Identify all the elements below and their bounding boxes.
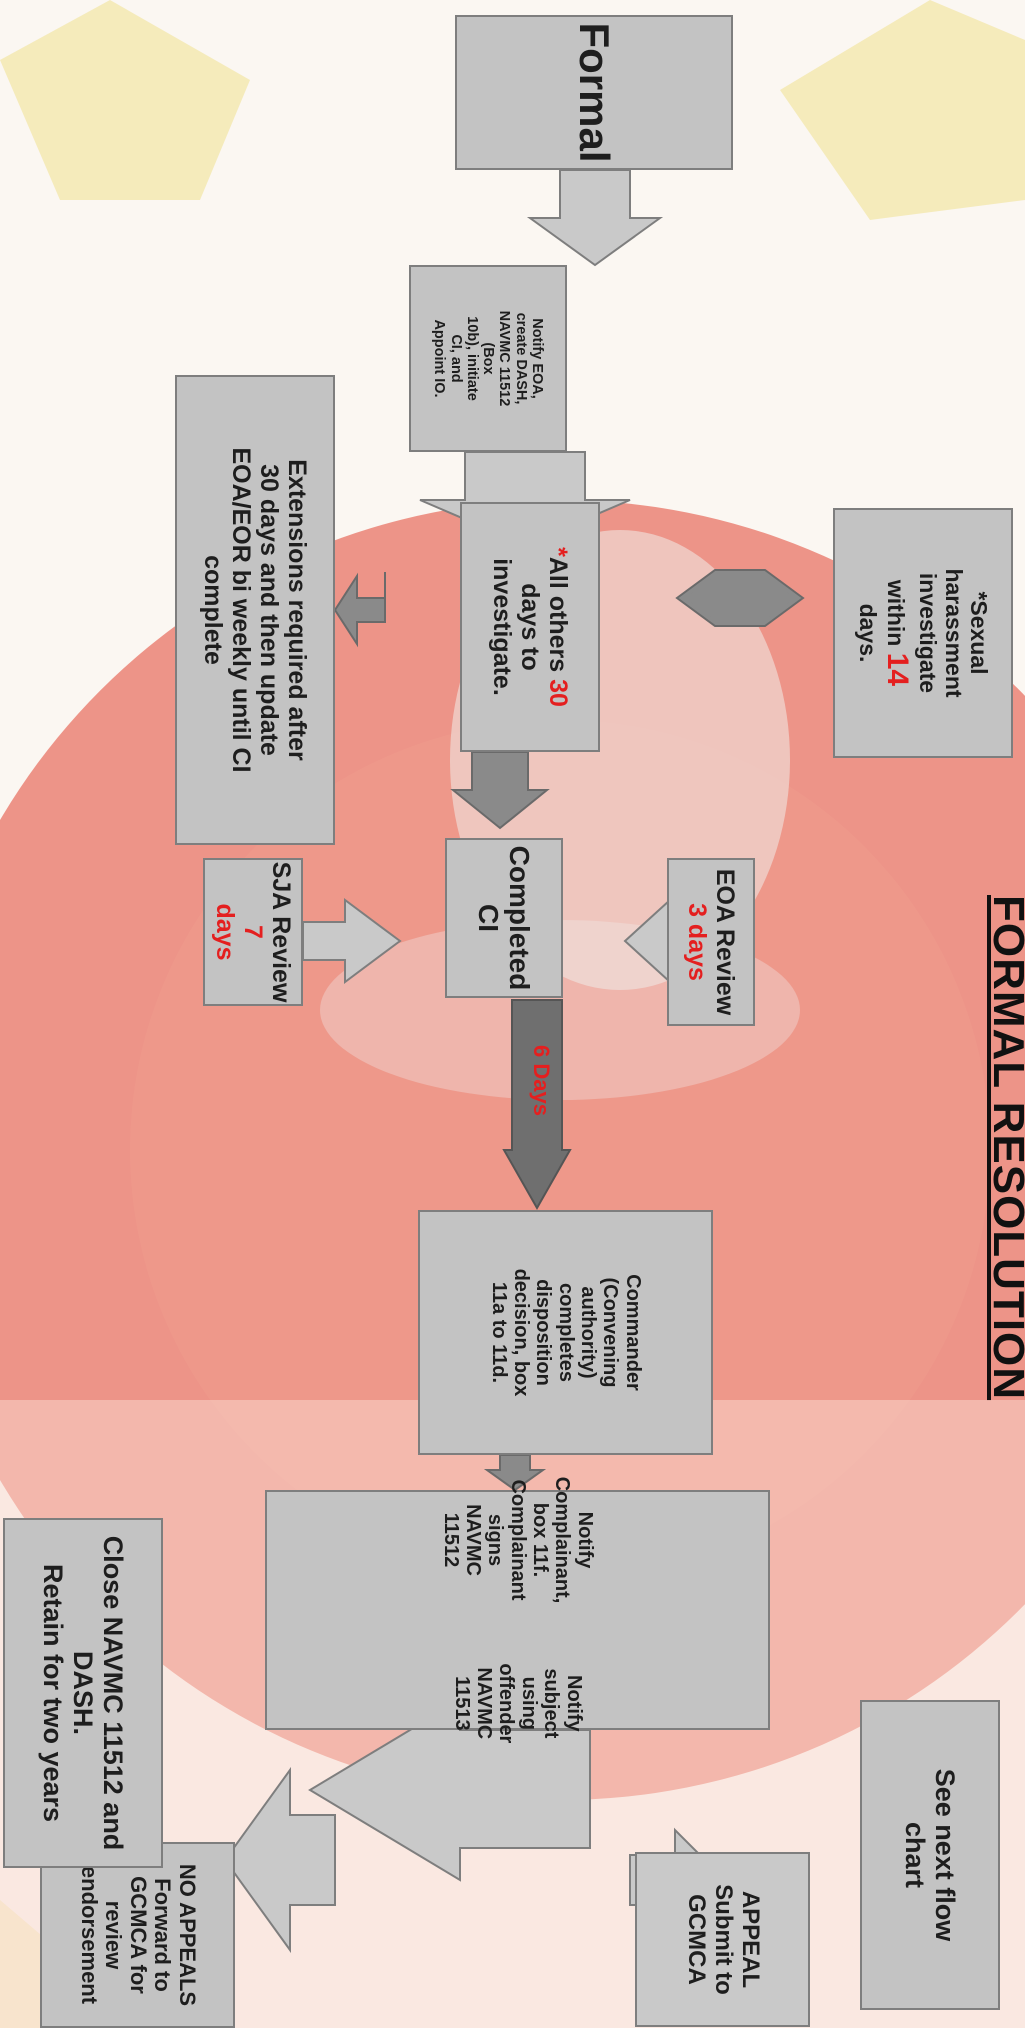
harassment-line: *Sexual: [966, 591, 993, 675]
close-box: Close NAVMC 11512 and DASH. Retain for t…: [3, 1518, 163, 1868]
extensions-box: Extensions required after 30 days and th…: [175, 375, 335, 845]
all-others-line1: *All others 30: [544, 547, 572, 707]
see-next-box: See next flow chart: [860, 1700, 1000, 2010]
extensions-line: 30 days and then update: [255, 464, 283, 756]
all-others-box: *All others 30 days to investigate.: [460, 502, 600, 752]
harassment-line: harassment: [940, 568, 967, 698]
notify-subject-line: Notify subject: [540, 1668, 585, 1739]
notify-complainant-line: signs NAVMC: [461, 1504, 507, 1576]
notify-complainant-line: Complainant: [506, 1479, 529, 1601]
extensions-line: complete: [199, 555, 227, 665]
notify-eoa-line: Appoint IO.: [431, 319, 448, 398]
commander-line: 11a to 11d.: [487, 1281, 510, 1384]
arrow-commander-notify: [483, 1454, 547, 1492]
harassment-within-line: within 14: [880, 580, 914, 686]
sja-review-days: days: [211, 903, 239, 961]
completed-ci-line: Completed: [504, 845, 536, 991]
all-others-line: days to: [516, 583, 544, 671]
commander-line: disposition: [532, 1279, 555, 1386]
harassment-line: days.: [855, 603, 882, 663]
completed-ci-box: Completed CI: [445, 838, 563, 998]
no-appeals-line: GCMCA for: [125, 1876, 151, 1994]
appeal-line: Submit to: [709, 1884, 737, 1995]
extensions-line: Extensions required after: [283, 459, 311, 761]
notify-subject-line: using offender: [495, 1663, 540, 1744]
eoa-review-box: EOA Review 3 days: [667, 858, 755, 1026]
notify-subject-text: Notify subject using offender NAVMC 1151…: [450, 1663, 585, 1744]
harassment-days-number: 14: [881, 652, 915, 687]
notify-complainant-line: Complainant,: [551, 1476, 574, 1604]
arrow-allothers-extensions: [333, 572, 386, 648]
see-next-line: See next flow: [930, 1768, 961, 1942]
notify-complainant-line: box 11f.: [529, 1502, 552, 1578]
see-next-line: chart: [900, 1821, 930, 1889]
arrow-allothers-completed: [450, 751, 550, 830]
commander-box: Commander (Convening authority) complete…: [418, 1210, 713, 1455]
all-others-label: All others: [544, 556, 572, 673]
extensions-line: EOA/EOR bi weekly until CI: [227, 447, 255, 773]
no-appeals-line: endorsement: [76, 1865, 102, 2005]
close-line: Retain for two years: [37, 1563, 68, 1823]
notify-eoa-box: Notify EOA, create DASH, NAVMC 11512 (Bo…: [409, 265, 567, 452]
six-days-label: 6 Days: [529, 1045, 554, 1116]
appeal-label: APPEAL: [736, 1890, 764, 1989]
appeal-box: APPEAL Submit to GCMCA: [635, 1852, 810, 2027]
arrow-sjareview-completed: [302, 898, 402, 984]
notify-eoa-line: 10b), initiate: [463, 316, 480, 401]
arrow-six-days: [502, 999, 572, 1211]
within-label: within: [883, 579, 910, 647]
page-title: FORMAL RESOLUTION: [984, 895, 1025, 1401]
no-appeals-label: NO APPEALS: [175, 1863, 201, 2007]
sexual-harassment-box: *Sexual harassment investigate within 14…: [833, 508, 1013, 758]
sja-review-days-number: 7: [239, 925, 267, 939]
commander-line: completes: [554, 1283, 577, 1382]
close-line: DASH.: [68, 1650, 99, 1735]
notify-eoa-line: Notify EOA,: [528, 318, 545, 399]
formal-label: Formal: [570, 22, 618, 163]
commander-line: authority): [577, 1286, 600, 1379]
notify-subject-line: NAVMC 11513: [450, 1667, 496, 1740]
close-line: Close NAVMC 11512 and: [98, 1535, 129, 1851]
no-appeals-box: NO APPEALS Forward to GCMCA for review e…: [40, 1842, 235, 2028]
all-others-line: investigate.: [488, 558, 516, 696]
harassment-line: investigate: [914, 572, 941, 694]
asterisk: *: [544, 547, 572, 557]
eoa-review-days: 3 days: [683, 903, 711, 981]
commander-line: Commander: [621, 1274, 644, 1391]
notify-complainant-line: 11512: [439, 1512, 462, 1568]
arrow-to-no-appeals: [223, 1766, 336, 1954]
eoa-review-label: EOA Review: [711, 868, 739, 1016]
sja-review-line1: SJA Review 7: [239, 860, 295, 1004]
no-appeals-line: Forward to: [150, 1878, 176, 1992]
notify-eoa-line: CI, and: [447, 334, 464, 383]
notify-complainant-text: Notify Complainant, box 11f. Complainant…: [439, 1477, 596, 1604]
commander-line: (Convening: [599, 1277, 622, 1388]
notify-eoa-line: (Box: [480, 342, 497, 375]
appeal-line: GCMCA: [683, 1894, 711, 1985]
notify-complainant-line: Notify: [573, 1511, 596, 1569]
formal-box: Formal: [455, 15, 733, 170]
notify-eoa-line: create DASH,: [512, 312, 529, 405]
commander-line: decision, box: [509, 1268, 532, 1397]
no-appeals-line: review: [101, 1900, 127, 1970]
sja-review-box: SJA Review 7 days: [203, 858, 303, 1006]
notify-eoa-line: NAVMC 11512: [496, 310, 513, 407]
completed-ci-line: CI: [473, 904, 504, 932]
arrow-formal-notify: [526, 169, 664, 267]
notify-complainant-box: Notify Complainant, box 11f. Complainant…: [265, 1477, 770, 1743]
all-others-days-number: 30: [544, 679, 572, 707]
sja-review-label: SJA Review: [267, 861, 295, 1003]
